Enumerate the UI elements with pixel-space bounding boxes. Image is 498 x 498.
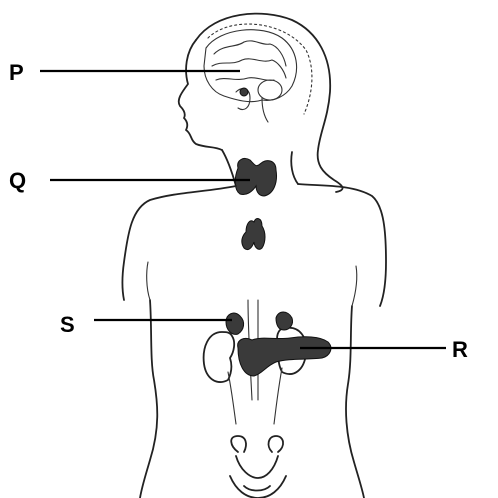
brain <box>204 24 312 122</box>
adrenal-glands <box>226 312 293 334</box>
label-s: S <box>60 312 75 337</box>
reproductive-organs <box>230 436 286 498</box>
label-r: R <box>452 337 468 362</box>
label-p: P <box>9 60 24 85</box>
thymus-gland <box>242 219 265 250</box>
pancreas <box>238 337 331 376</box>
thyroid-gland <box>235 158 276 196</box>
label-q: Q <box>9 168 26 193</box>
